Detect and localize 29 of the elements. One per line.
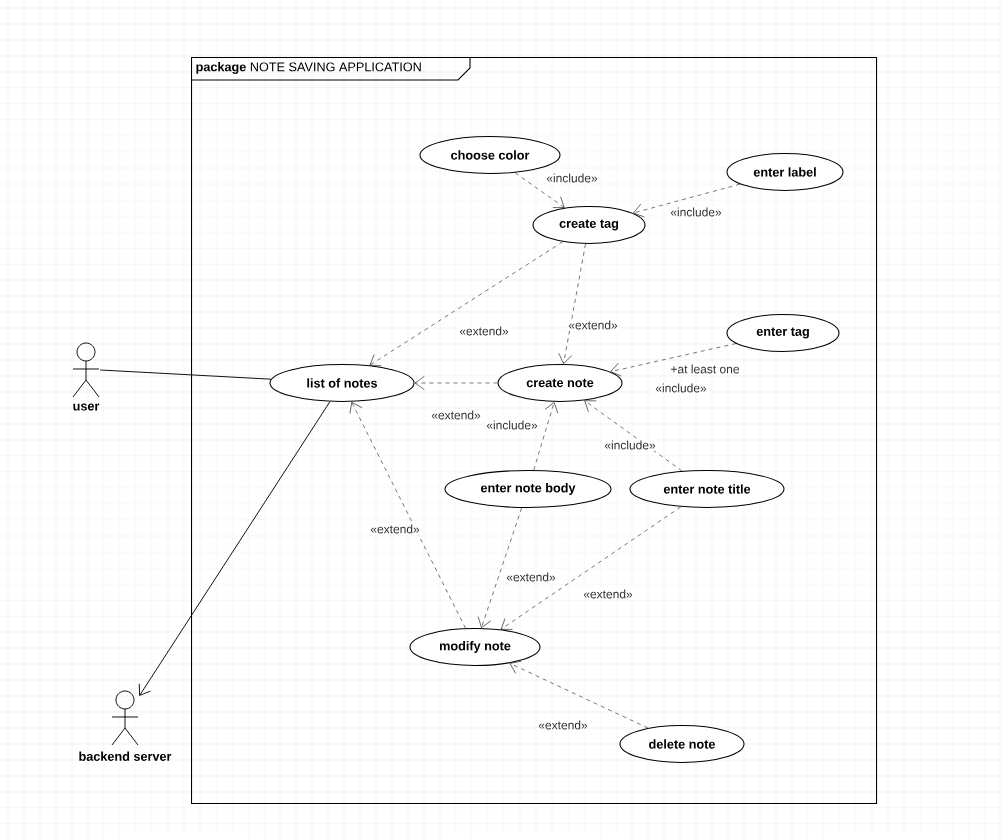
edge-label: «include» [545, 172, 600, 184]
dashed-arrow [369, 241, 563, 366]
edge-label: «extend» [537, 719, 590, 731]
dashed-arrow [477, 507, 522, 628]
edge-label: «extend» [505, 571, 558, 583]
multiplicity-label: +at least one [669, 363, 741, 375]
dashed-arrow [610, 343, 737, 377]
dashed-arrow [414, 376, 498, 390]
edge-label: «extend» [369, 523, 421, 535]
dashed-arrow [533, 402, 559, 471]
dashed-arrow [633, 183, 741, 218]
edge-label: «include» [603, 439, 657, 451]
dashed-arrow [584, 400, 683, 472]
dashed-arrow [514, 172, 565, 208]
arrow [138, 401, 331, 696]
edge-label: «extend» [582, 588, 635, 600]
actor-name: backend server [79, 751, 172, 761]
dashed-arrow [509, 661, 649, 729]
edge-label: «extend» [567, 319, 620, 331]
edge-label: «include» [654, 382, 709, 394]
edge-label: «extend» [430, 409, 483, 421]
actor-name: user [73, 403, 100, 411]
dashed-arrow [500, 506, 681, 630]
association-line [99, 369, 272, 380]
edge-label: «include» [669, 206, 723, 218]
dashed-arrow [558, 243, 586, 364]
dashed-arrow [349, 402, 466, 629]
edge-label: «extend» [458, 325, 511, 337]
edge-label: «include» [485, 419, 540, 431]
